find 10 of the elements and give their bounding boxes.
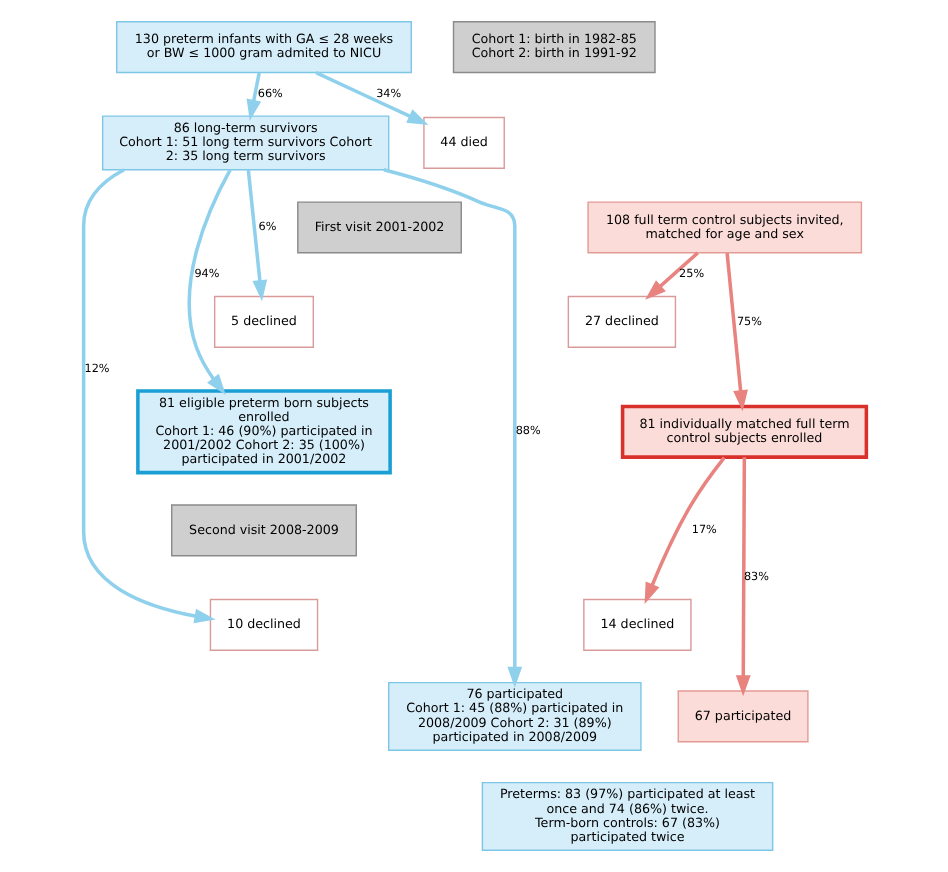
arrow bbox=[245, 169, 267, 302]
arrow bbox=[643, 456, 725, 604]
arrow bbox=[734, 457, 750, 697]
arrow bbox=[245, 72, 261, 121]
arrow bbox=[382, 168, 522, 688]
arrow bbox=[314, 71, 428, 125]
arrow bbox=[186, 168, 231, 395]
arrow bbox=[644, 251, 698, 300]
arrow bbox=[724, 253, 747, 412]
arrow bbox=[80, 168, 215, 624]
